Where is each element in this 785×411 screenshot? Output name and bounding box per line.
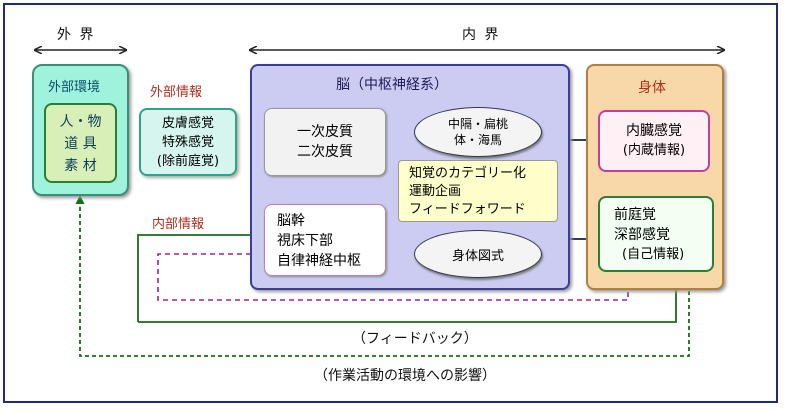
vestibular-line-1: 前庭覚 — [614, 207, 656, 223]
env-item-materials: 素 材 — [64, 158, 97, 174]
external-environment-items-box: 人・物 道 具 素 材 — [44, 103, 117, 183]
environment-effect-label: （作業活動の環境への影響） — [314, 368, 496, 384]
vestibular-box: 前庭覚 深部感覚 (自己情報) — [598, 196, 714, 272]
brainstem-line-2: 視床下部 — [277, 233, 333, 249]
limbic-ellipse: 中隔・扁桃 体・海馬 — [414, 107, 542, 157]
internal-info-label: 内部情報 — [152, 217, 205, 232]
cognition-line-2: 運動企画 — [409, 184, 462, 199]
limbic-line-1: 中隔・扁桃 — [447, 117, 508, 131]
external-info-label: 外部情報 — [150, 85, 203, 100]
brainstem-line-1: 脳幹 — [277, 213, 305, 229]
outer-world-label: 外 界 — [57, 27, 96, 43]
external-environment-box: 外部環境 人・物 道 具 素 材 — [32, 64, 129, 196]
cognition-box: 知覚のカテゴリー化 運動企画 フィードフォワード — [398, 160, 558, 222]
inner-world-label: 内 界 — [462, 27, 501, 43]
body-schema-ellipse: 身体図式 — [414, 230, 542, 278]
cortex-box: 一次皮質 二次皮質 — [264, 108, 386, 176]
skin-sense-box: 皮膚感覚 特殊感覚 (除前庭覚) — [139, 108, 237, 176]
external-environment-title: 外部環境 — [48, 80, 101, 95]
environment-effect-line — [75, 195, 690, 357]
skin-sense-line-3: (除前庭覚) — [156, 154, 220, 169]
env-item-people: 人・物 — [59, 114, 102, 130]
visceral-box: 内臓感覚 (内蔵情報) — [598, 110, 710, 172]
env-item-tools: 道 具 — [64, 136, 97, 152]
brainstem-box: 脳幹 視床下部 自律神経中枢 — [264, 204, 386, 276]
feedback-label: （フィードバック） — [352, 331, 478, 347]
cognition-line-1: 知覚のカテゴリー化 — [409, 166, 527, 181]
brain-title: 脳（中枢神経系） — [336, 77, 448, 93]
vestibular-line-3: (自己情報) — [622, 247, 685, 262]
visceral-line-1: 内臓感覚 — [626, 123, 682, 139]
brainstem-line-3: 自律神経中枢 — [277, 253, 361, 269]
body-title: 身体 — [638, 80, 666, 96]
skin-sense-line-2: 特殊感覚 — [161, 135, 214, 150]
limbic-line-2: 体・海馬 — [453, 133, 502, 147]
cortex-line-1: 一次皮質 — [297, 124, 353, 140]
body-schema-label: 身体図式 — [451, 248, 504, 264]
cognition-line-3: フィードフォワード — [409, 202, 526, 217]
cortex-line-2: 二次皮質 — [297, 144, 353, 160]
vestibular-line-2: 深部感覚 — [614, 227, 670, 243]
skin-sense-line-1: 皮膚感覚 — [161, 116, 214, 131]
internal-info-arrow — [137, 230, 263, 322]
visceral-line-2: (内蔵情報) — [622, 143, 686, 158]
